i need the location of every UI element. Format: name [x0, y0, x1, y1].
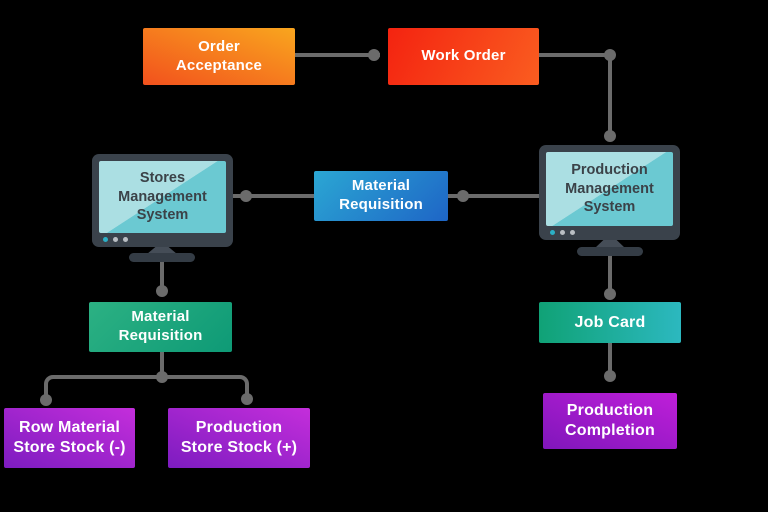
power-led-icon	[550, 230, 555, 235]
order-acceptance-label: Order Acceptance	[175, 37, 263, 74]
connector-order-to-workorder	[295, 53, 380, 57]
connector-requisition-to-stores	[233, 194, 314, 198]
connector-production-to-requisition	[448, 194, 539, 198]
connector-dot-jobcard	[604, 288, 616, 300]
stores-monitor-neck	[147, 247, 177, 254]
stores-monitor-base	[129, 253, 195, 262]
connector-branch	[44, 375, 249, 401]
row-material-store-stock-box: Row Material Store Stock (-)	[4, 408, 135, 468]
connector-dot-rowmaterial	[40, 394, 52, 406]
stores-monitor-screen: Stores Management System	[99, 161, 226, 233]
production-completion-label: Production Completion	[565, 402, 655, 439]
stores-monitor-icon: Stores Management System	[92, 154, 233, 247]
production-store-stock-box: Production Store Stock (+)	[168, 408, 310, 468]
bezel-dot-icon	[570, 230, 575, 235]
production-system-label: Production Management System	[565, 161, 654, 216]
connector-workorder-right	[539, 53, 612, 57]
connector-dot-production-system	[604, 130, 616, 142]
production-monitor-base	[577, 247, 643, 256]
bezel-dot-icon	[560, 230, 565, 235]
connector-jobcard-down	[608, 343, 612, 376]
material-requisition-left-box: Material Requisition	[89, 302, 232, 352]
stores-system-label: Stores Management System	[118, 169, 207, 224]
connector-stores-down	[160, 261, 164, 292]
bezel-dot-icon	[113, 237, 118, 242]
production-completion-box: Production Completion	[543, 393, 677, 449]
production-monitor-icon: Production Management System	[539, 145, 680, 240]
row-material-store-stock-label: Row Material Store Stock (-)	[13, 419, 126, 456]
job-card-box: Job Card	[539, 302, 681, 343]
connector-dot-prodcompletion	[604, 370, 616, 382]
material-requisition-mid-box: Material Requisition	[314, 171, 448, 221]
material-requisition-mid-label: Material Requisition	[339, 177, 423, 213]
work-order-box: Work Order	[388, 28, 539, 85]
connector-production-down	[608, 256, 612, 294]
work-order-label: Work Order	[421, 47, 506, 65]
bezel-dot-icon	[123, 237, 128, 242]
order-acceptance-box: Order Acceptance	[143, 28, 295, 85]
connector-dot-branch-junction	[156, 371, 168, 383]
material-requisition-left-label: Material Requisition	[118, 308, 203, 344]
power-led-icon	[103, 237, 108, 242]
connector-down-to-production-system	[608, 55, 612, 137]
production-monitor-neck	[595, 240, 625, 248]
production-monitor-screen: Production Management System	[546, 152, 673, 226]
connector-requisition-down	[160, 352, 164, 377]
connector-dot-requisition-mid	[457, 190, 469, 202]
job-card-label: Job Card	[574, 313, 646, 331]
connector-dot-requisition-left	[156, 285, 168, 297]
connector-dot-workorder	[368, 49, 380, 61]
production-store-stock-label: Production Store Stock (+)	[180, 419, 298, 456]
connector-dot-prodstock	[241, 393, 253, 405]
connector-dot-stores-system	[240, 190, 252, 202]
